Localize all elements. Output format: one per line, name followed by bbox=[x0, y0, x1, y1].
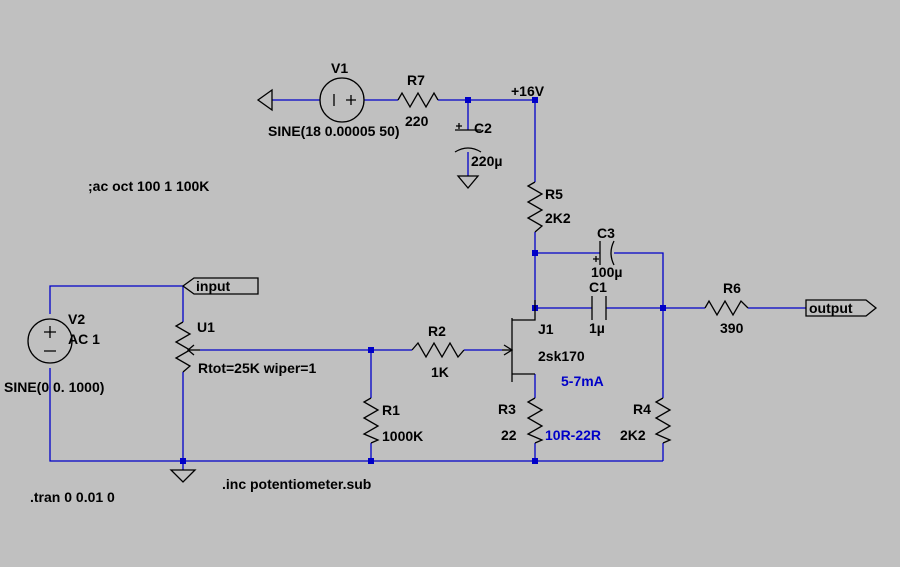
u1-name: U1 bbox=[197, 319, 215, 335]
v2-name: V2 bbox=[68, 311, 85, 327]
ac-directive: ;ac oct 100 1 100K bbox=[88, 178, 209, 194]
wires bbox=[49, 99, 806, 470]
wire-ground-bus[interactable] bbox=[49, 368, 663, 462]
r2-value: 1K bbox=[431, 364, 449, 380]
input-label: input bbox=[196, 278, 231, 294]
junction-dot bbox=[180, 458, 186, 464]
r7-value: 220 bbox=[405, 113, 429, 129]
c3-name: C3 bbox=[597, 225, 615, 241]
v2-value2: SINE(0 0. 1000) bbox=[4, 379, 104, 395]
input-net-label[interactable] bbox=[181, 277, 259, 295]
r3-symbol[interactable] bbox=[526, 397, 544, 444]
v2-symbol[interactable] bbox=[27, 318, 73, 364]
r6-symbol[interactable] bbox=[704, 299, 749, 317]
current-comment: 5-7mA bbox=[561, 373, 604, 389]
r1-value: 1000K bbox=[382, 428, 423, 444]
ground-icon bbox=[169, 469, 197, 483]
u1-symbol[interactable] bbox=[174, 321, 200, 373]
tran-directive: .tran 0 0.01 0 bbox=[30, 489, 115, 505]
output-label: output bbox=[809, 300, 853, 316]
c2-name: C2 bbox=[474, 120, 492, 136]
c2-value: 220µ bbox=[471, 153, 502, 169]
junction-dot bbox=[532, 250, 538, 256]
junction-dot bbox=[465, 97, 471, 103]
ground-icon bbox=[456, 175, 480, 190]
wire-input-v2[interactable] bbox=[49, 285, 183, 314]
r1-symbol[interactable] bbox=[362, 397, 380, 444]
j1-name: J1 bbox=[538, 321, 554, 337]
v2-value: AC 1 bbox=[68, 331, 100, 347]
r4-value: 2K2 bbox=[620, 427, 646, 443]
output-net-label[interactable] bbox=[805, 299, 878, 317]
junction-dot bbox=[660, 305, 666, 311]
j1-symbol[interactable] bbox=[502, 300, 536, 382]
r6-name: R6 bbox=[723, 280, 741, 296]
v1-symbol[interactable] bbox=[319, 77, 365, 123]
c1-value: 1µ bbox=[589, 320, 605, 336]
r3-value: 22 bbox=[501, 427, 517, 443]
r4-symbol[interactable] bbox=[654, 397, 672, 444]
r6-value: 390 bbox=[720, 320, 744, 336]
j1-value: 2sk170 bbox=[538, 348, 585, 364]
junction-dot bbox=[368, 458, 374, 464]
r5-symbol[interactable] bbox=[526, 181, 544, 233]
c1-name: C1 bbox=[589, 279, 607, 295]
r3-name: R3 bbox=[498, 401, 516, 417]
r2-symbol[interactable] bbox=[411, 341, 465, 359]
c3-value: 100µ bbox=[591, 264, 622, 280]
supply-label: +16V bbox=[511, 83, 545, 99]
v1-value: SINE(18 0.00005 50) bbox=[268, 123, 400, 139]
wire-c3-right-r4[interactable] bbox=[614, 252, 664, 398]
c1-symbol[interactable] bbox=[591, 296, 607, 320]
v1-source-icon bbox=[319, 77, 365, 123]
ground-icon bbox=[256, 88, 273, 112]
r2-name: R2 bbox=[428, 323, 446, 339]
junction-dot bbox=[532, 458, 538, 464]
r7-name: R7 bbox=[407, 72, 425, 88]
junction-dot bbox=[532, 97, 538, 103]
v2-source-icon bbox=[27, 318, 73, 364]
r5-name: R5 bbox=[545, 186, 563, 202]
junction-dot bbox=[368, 347, 374, 353]
c2-symbol[interactable] bbox=[454, 123, 482, 153]
r1-name: R1 bbox=[382, 402, 400, 418]
r7-symbol[interactable] bbox=[397, 91, 439, 109]
u1-value: Rtot=25K wiper=1 bbox=[198, 360, 316, 376]
inc-directive: .inc potentiometer.sub bbox=[222, 476, 371, 492]
r3-range-comment: 10R-22R bbox=[545, 427, 601, 443]
v1-name: V1 bbox=[331, 60, 348, 76]
c3-symbol[interactable] bbox=[593, 240, 615, 266]
r5-value: 2K2 bbox=[545, 210, 571, 226]
r4-name: R4 bbox=[633, 401, 651, 417]
